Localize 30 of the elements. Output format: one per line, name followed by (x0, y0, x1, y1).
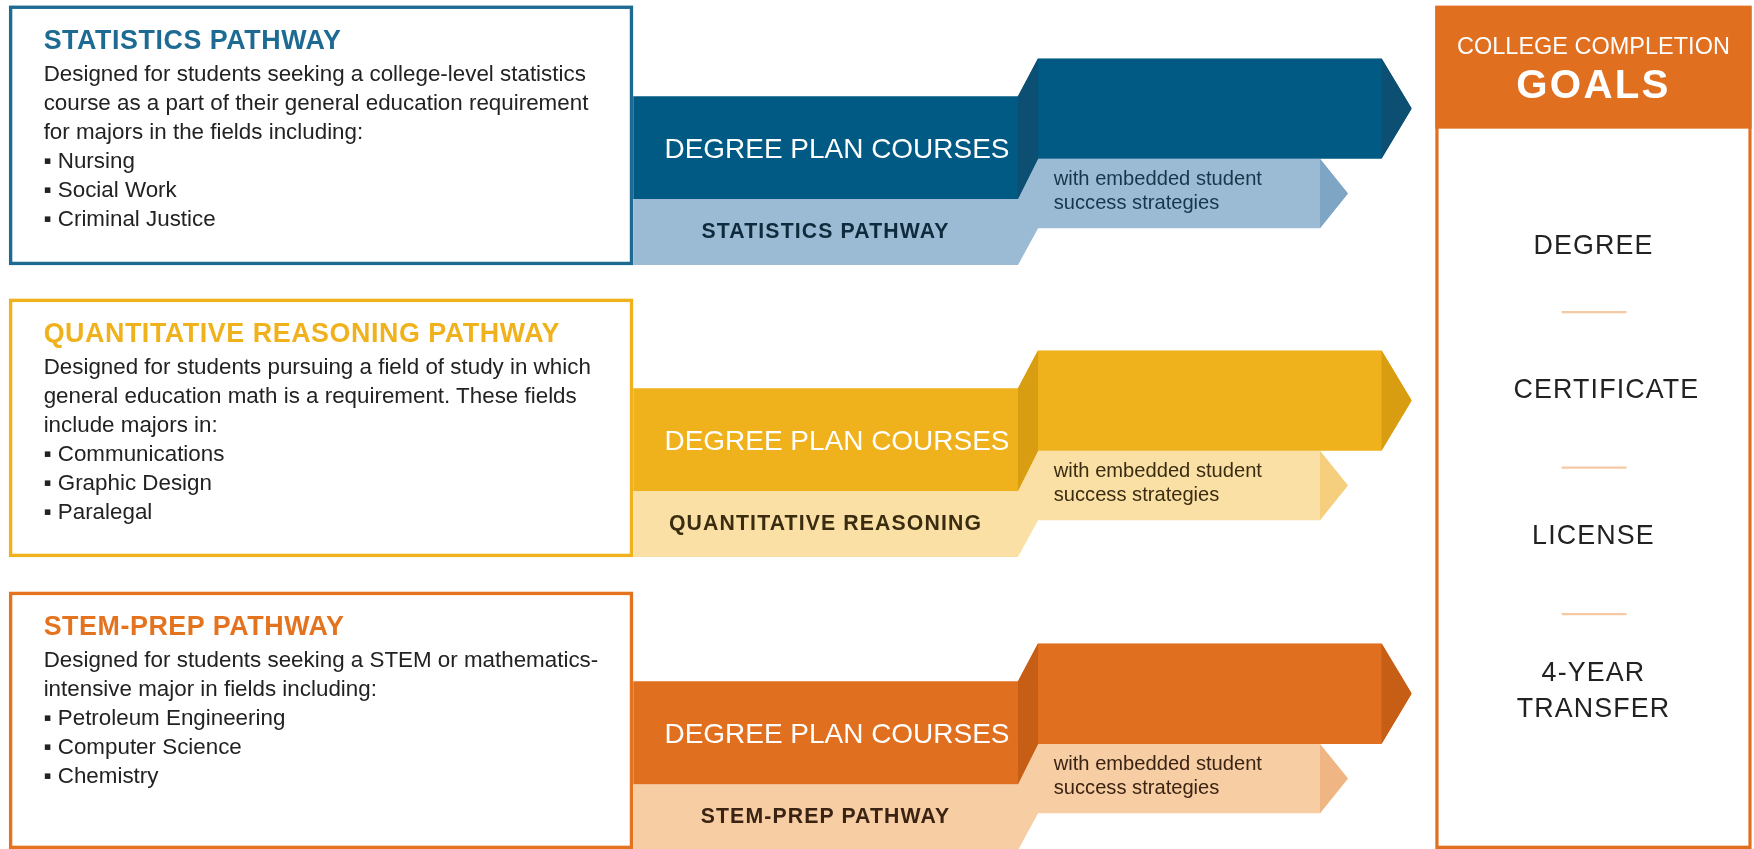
band-subheading: STEM-PREP PATHWAY (699, 804, 952, 829)
goal-item: CERTIFICATE (1512, 372, 1701, 406)
list-item: ▪ Social Work (43, 175, 177, 204)
band-subheading: STATISTICS PATHWAY (700, 219, 951, 244)
list-item: ▪ Computer Science (43, 732, 242, 761)
pathway-description: Designed for students seeking a college-level statistics course as a part of their general education requirement for majors in the fields including: (43, 59, 590, 146)
band-note: with embedded student success strategies (1053, 750, 1263, 800)
list-item: ▪ Paralegal (43, 497, 153, 526)
list-item: ▪ Communications (43, 439, 225, 468)
pathway-description: Designed for students seeking a STEM or mathematics-intensive major in fields including: (43, 645, 600, 703)
band-note: with embedded student success strategies (1053, 457, 1263, 507)
goals-heading: COLLEGE COMPLETION (1456, 32, 1731, 60)
pathway-description: Designed for students pursuing a field of study in which general education math is a requirement. These fields include majors in: (43, 352, 592, 439)
pathway-title: QUANTITATIVE REASONING PATHWAY (43, 317, 561, 349)
goal-item: DEGREE (1532, 228, 1655, 262)
list-item: ▪ Nursing (43, 146, 135, 175)
list-item: ▪ Chemistry (43, 761, 159, 790)
band-heading: DEGREE PLAN COURSES (664, 423, 1010, 457)
pathway-title: STEM-PREP PATHWAY (43, 610, 345, 643)
band-heading: DEGREE PLAN COURSES (664, 132, 1010, 165)
list-item: ▪ Graphic Design (43, 468, 212, 497)
goal-item: LICENSE (1531, 518, 1656, 552)
list-item: ▪ Criminal Justice (43, 204, 216, 233)
goal-item: 4-YEAR TRANSFER (1515, 655, 1672, 725)
band-note: with embedded student success strategies (1053, 165, 1263, 215)
band-heading: DEGREE PLAN COURSES (664, 717, 1010, 750)
band-subheading: QUANTITATIVE REASONING (667, 511, 984, 536)
goals-heading: GOALS (1515, 61, 1672, 109)
list-item: ▪ Petroleum Engineering (43, 703, 286, 732)
pathway-title: STATISTICS PATHWAY (43, 24, 342, 56)
